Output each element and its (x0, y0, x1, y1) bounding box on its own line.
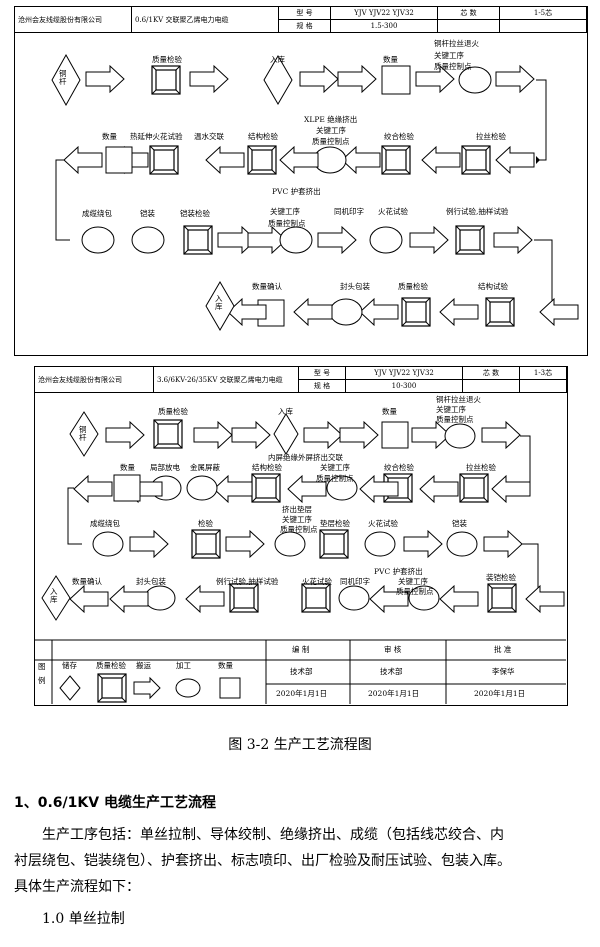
c2-label-pvc: PVC 护套挤出 (374, 567, 423, 576)
label-key2b: 质量控制点 (312, 137, 350, 146)
c2-label-print: 同机印字 (340, 577, 370, 586)
approval-review: 审 核 (384, 645, 402, 654)
label-struct-test: 结构试验 (478, 282, 508, 291)
label-key2: 关键工序 (316, 126, 346, 135)
c2-label-key2b: 质量控制点 (316, 474, 354, 483)
c2-label-discharge: 局部放电 (150, 463, 180, 472)
legend-process: 加工 (176, 661, 191, 670)
label-draw: 铜杆拉丝退火 (434, 39, 479, 48)
c2-label-key3: 关键工序 (282, 515, 312, 524)
label-spark: 火花试验 (378, 207, 408, 216)
legend-transport: 搬运 (136, 661, 151, 670)
label-storage-in1: 入库 (270, 55, 285, 64)
label-water: 温水交联 (194, 132, 224, 141)
c2-label-key3b: 质量控制点 (280, 525, 318, 534)
approval-date3: 2020年1月1日 (474, 689, 526, 698)
c2-label-key2: 关键工序 (320, 463, 350, 472)
c2-label-twist-qc: 绞合检验 (384, 463, 414, 472)
section-title: 1、0.6/1KV 电缆生产工艺流程 (14, 795, 216, 811)
label-armor-qc: 铠装检验 (180, 209, 210, 218)
company-name-2: 沧州会友线缆股份有限公司 (34, 366, 154, 393)
approval-dept2: 技术部 (380, 667, 403, 676)
company-name: 沧州会友线缆股份有限公司 (14, 6, 132, 33)
c2-label-draw-qc: 拉丝检验 (466, 463, 496, 472)
c2-label-key4: 关键工序 (398, 577, 428, 586)
legend-title: 图例 (38, 662, 46, 685)
flowchart-2-header: 沧州会友线缆股份有限公司 3.6/6KV-26/35KV 交联聚乙烯电力电缆 型… (34, 366, 567, 393)
c2-label-quantity1: 数量 (382, 407, 397, 416)
label-twist-qc: 绞合检验 (384, 132, 414, 141)
legend-qc: 质量检验 (96, 661, 126, 670)
legend-storage: 储存 (62, 661, 77, 670)
label-key1: 关键工序 (434, 51, 464, 60)
label-quantity1: 数量 (383, 55, 398, 64)
subsection-title: 1.0 单丝拉制 (42, 911, 125, 927)
label-xlpe: XLPE 绝缘挤出 (304, 115, 358, 124)
label-print: 同机印字 (334, 207, 364, 216)
label-key3: 关键工序 (270, 207, 300, 216)
label-qc1: 质量检验 (152, 55, 182, 64)
c2-label-draw: 铜杆拉丝退火 (436, 395, 481, 404)
product-name: 0.6/1KV 交联聚乙烯电力电缆 (131, 6, 279, 33)
product-name-2: 3.6/6KV-26/35KV 交联聚乙烯电力电缆 (153, 366, 299, 393)
label-qty-confirm: 数量确认 (252, 282, 282, 291)
label-key1b: 质量控制点 (434, 62, 472, 71)
approval-approve: 批 准 (494, 645, 512, 654)
label-pack-qc: 质量检验 (398, 282, 428, 291)
legend-quantity: 数量 (218, 661, 233, 670)
c2-label-qty-confirm: 数量确认 (72, 577, 102, 586)
flowchart-1-header: 沧州会友线缆股份有限公司 0.6/1KV 交联聚乙烯电力电缆 型 号 YJV Y… (14, 6, 587, 33)
c2-label-extrude: 挤出垫层 (282, 505, 312, 514)
label-armor: 铠装 (140, 209, 155, 218)
c2-label-spark2: 火花试验 (302, 577, 332, 586)
label-quantity2: 数量 (102, 132, 117, 141)
c2-label-qc2: 检验 (198, 519, 213, 528)
c2-label-storage-in2: 入库 (50, 587, 58, 604)
c2-label-armor-qc: 装铠检验 (486, 573, 516, 582)
c2-label-cushion-qc: 垫层检验 (320, 519, 350, 528)
c2-label-copper: 铜杆 (79, 425, 87, 442)
c2-label-seal: 封头包装 (136, 577, 166, 586)
label-seal: 封头包装 (340, 282, 370, 291)
label-pvc: PVC 护套挤出 (272, 187, 321, 196)
c2-label-shield: 金属屏蔽 (190, 463, 220, 472)
approval-date2: 2020年1月1日 (368, 689, 420, 698)
approval-dept1: 技术部 (290, 667, 313, 676)
spec-label-2: 规 格 (298, 379, 346, 393)
figure-caption: 图 3-2 生产工艺流程图 (228, 737, 372, 753)
paragraph-line-2: 衬层绕包、铠装绕包）、护套挤出、标志喷印、出厂检验及耐压试验、包装入库。 (14, 853, 511, 869)
approval-prepare: 编 制 (292, 645, 310, 654)
paragraph-line-1: 生产工序包括：单丝拉制、导体绞制、绝缘挤出、成缆（包括线芯绞合、内 (42, 827, 504, 843)
c2-label-struct-qc: 结构检验 (252, 463, 282, 472)
label-routine: 例行试验,抽样试验 (446, 207, 509, 216)
c2-label-key1b: 质量控制点 (436, 415, 474, 424)
paragraph-line-3: 具体生产流程如下： (14, 879, 140, 895)
c2-label-cabling: 成缆绕包 (90, 519, 120, 528)
c2-label-storage-in1: 入库 (278, 407, 293, 416)
c2-label-key4b: 质量控制点 (396, 587, 434, 596)
label-struct-qc: 结构检验 (248, 132, 278, 141)
c2-label-quantity2: 数量 (120, 463, 135, 472)
c2-label-tri: 内屏绝缘外屏挤出交联 (268, 453, 343, 462)
approval-approver: 李保华 (492, 667, 515, 676)
spec-value: 1.5-300 (330, 19, 438, 33)
label-key3b: 质量控制点 (268, 219, 306, 228)
label-storage-in2: 入库 (215, 294, 223, 311)
label-hot: 热延伸火花试验 (130, 132, 183, 141)
c2-label-qc1: 质量检验 (158, 407, 188, 416)
label-draw-qc: 拉丝检验 (476, 132, 506, 141)
approval-date1: 2020年1月1日 (276, 689, 328, 698)
label-cabling: 成缆绕包 (82, 209, 112, 218)
c2-label-spark: 火花试验 (368, 519, 398, 528)
c2-label-routine: 例行试验,抽样试验 (216, 577, 279, 586)
c2-label-key1: 关键工序 (436, 405, 466, 414)
c2-label-armor: 铠装 (452, 519, 467, 528)
label-copper: 铜杆 (59, 69, 67, 86)
